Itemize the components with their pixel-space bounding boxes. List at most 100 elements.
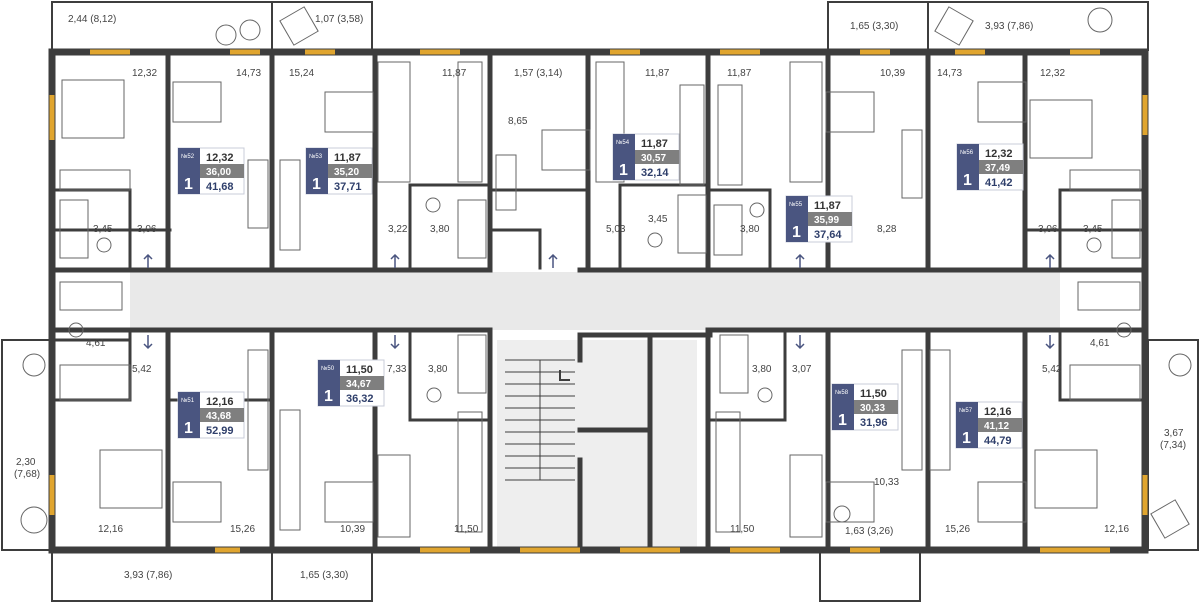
toilet-icon [749, 202, 765, 218]
room-label: 3,22 [388, 224, 408, 235]
wardrobe-icon [457, 411, 483, 533]
room-label: 10,39 [340, 524, 365, 535]
entry-arrows [143, 253, 1055, 350]
wardrobe-icon [59, 364, 131, 401]
wardrobe-icon [1069, 364, 1141, 401]
toilet-icon [425, 197, 441, 213]
room-label: 1,63 (3,26) [845, 526, 893, 537]
room-label: 11,87 [727, 68, 752, 79]
apartment-rooms: 1 [963, 172, 972, 189]
table-icon [977, 481, 1027, 523]
apartment-number: №50 [321, 365, 335, 372]
area-living: 11,50 [346, 364, 373, 376]
plant-icon [239, 19, 261, 41]
table-icon [977, 81, 1027, 123]
room-label: 11,87 [442, 68, 467, 79]
plant-icon [1087, 7, 1113, 33]
apartment-rooms: 1 [619, 162, 628, 179]
toilet-icon [426, 387, 442, 403]
kitchen-unit-icon [929, 349, 951, 471]
kitchen-unit-icon [247, 159, 269, 229]
wardrobe-icon [715, 411, 741, 533]
area-total: 41,68 [206, 181, 234, 193]
table-icon [172, 481, 222, 523]
apartment-badge: №55 1 11,87 35,99 37,64 [785, 195, 853, 243]
room-label: 15,24 [289, 68, 314, 79]
area-total: 52,99 [206, 425, 234, 437]
bathtub-icon [457, 334, 487, 394]
sofa-icon [377, 454, 411, 538]
bathtub-icon [677, 194, 707, 254]
area-total: 37,71 [334, 181, 362, 193]
apartment-rooms: 1 [324, 388, 333, 405]
windows [49, 49, 1148, 553]
area-net: 35,99 [814, 215, 839, 226]
plant-icon [215, 24, 237, 46]
balcony-top-left [51, 1, 273, 51]
wardrobe-icon [1069, 169, 1141, 191]
room-label: 11,50 [730, 524, 755, 535]
room-label: 5,03 [606, 224, 626, 235]
wardrobe-icon [717, 84, 743, 186]
room-label: 1,65 (3,30) [300, 570, 348, 581]
bed-icon [1034, 449, 1098, 509]
bed-icon [61, 79, 125, 139]
room-label: 8,65 [508, 116, 528, 127]
room-label: (7,34) [1160, 440, 1186, 451]
apartment-number: №55 [789, 201, 803, 208]
bathtub-icon [1077, 281, 1141, 311]
apartment-badge: №56 1 12,32 37,49 41,42 [956, 143, 1024, 191]
plant-icon [1168, 353, 1192, 377]
apartment-number: №53 [309, 153, 323, 160]
room-label: 11,50 [454, 524, 479, 535]
room-label: 3,67 [1164, 428, 1184, 439]
corridor [130, 272, 1060, 330]
area-living: 11,87 [334, 152, 361, 164]
room-label: 3,07 [792, 364, 812, 375]
apartment-rooms: 1 [184, 176, 193, 193]
sofa-icon [789, 61, 823, 183]
table-icon [825, 481, 875, 523]
apartment-badge: №52 1 12,32 36,00 41,68 [177, 147, 245, 195]
bathtub-icon [457, 199, 487, 259]
bathtub-icon [59, 281, 123, 311]
stairwell-floor [497, 340, 697, 550]
sofa-icon [789, 454, 823, 538]
room-label: 5,42 [132, 364, 152, 375]
area-total: 32,14 [641, 167, 669, 179]
room-label: 12,16 [98, 524, 123, 535]
balcony-bottom-right-small [819, 549, 921, 602]
bathtub-icon [1111, 199, 1141, 259]
area-living: 11,87 [641, 138, 668, 150]
balcony-decor [20, 6, 1192, 539]
room-label: 15,26 [945, 524, 970, 535]
apartment-number: №56 [960, 149, 974, 156]
room-label: 3,93 (7,86) [985, 21, 1033, 32]
area-total: 36,32 [346, 393, 374, 405]
plant-icon [20, 506, 48, 534]
apartment-badge: №50 1 11,50 34,67 36,32 [317, 359, 385, 407]
area-net: 30,57 [641, 153, 666, 164]
room-label: 10,39 [880, 68, 905, 79]
stairs [505, 359, 575, 481]
room-label: 3,80 [428, 364, 448, 375]
apartment-badge: №54 1 11,87 30,57 32,14 [612, 133, 680, 181]
area-total: 44,79 [984, 435, 1012, 447]
area-total: 37,64 [814, 229, 842, 241]
room-label: 3,06 [1038, 224, 1058, 235]
room-label: 2,30 [16, 457, 36, 468]
kitchen-unit-icon [279, 159, 301, 251]
room-label: 8,28 [877, 224, 897, 235]
area-net: 30,33 [860, 403, 885, 414]
toilet-icon [647, 232, 663, 248]
table-icon [324, 481, 374, 523]
apartment-rooms: 1 [312, 176, 321, 193]
room-label: 3,93 (7,86) [124, 570, 172, 581]
apartment-badge: №51 1 12,16 43,68 52,99 [177, 391, 245, 439]
room-label: 1,57 (3,14) [514, 68, 562, 79]
wardrobe-icon [457, 61, 483, 183]
apartment-badges: №52 1 12,32 36,00 41,68 №53 1 11,87 35,2… [177, 133, 1024, 449]
kitchen-unit-icon [901, 349, 923, 471]
room-label: 11,87 [645, 68, 670, 79]
apartment-badge: №53 1 11,87 35,20 37,71 [305, 147, 373, 195]
